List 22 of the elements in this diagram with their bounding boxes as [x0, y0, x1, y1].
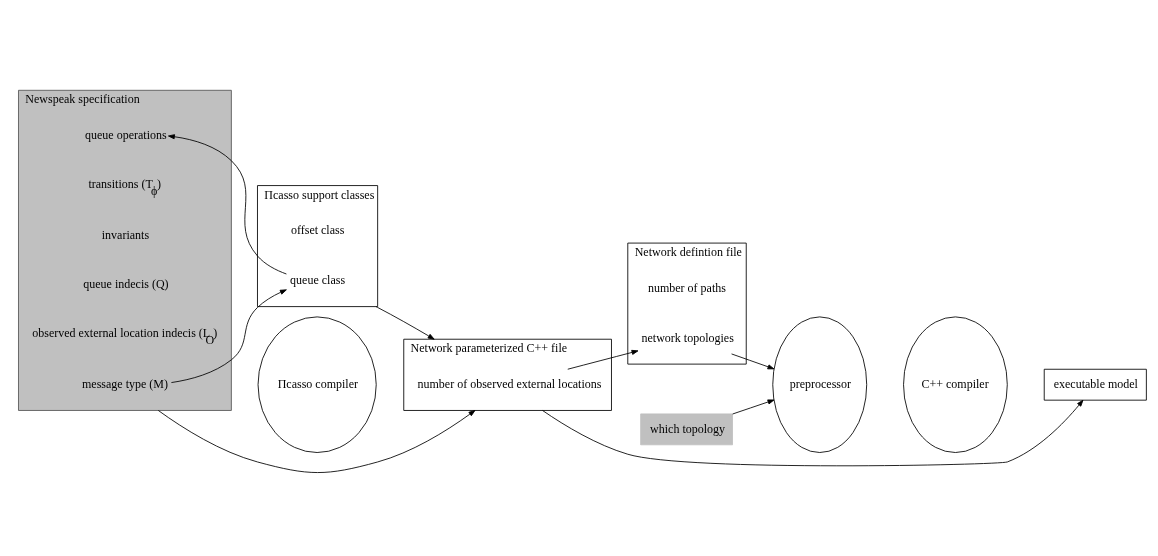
node-text: offset class: [290, 223, 345, 238]
node-ellipse: C++ compiler: [903, 316, 1008, 453]
arrow: [168, 134, 287, 275]
node-text: queue operations: [85, 127, 167, 142]
arrow: [170, 289, 287, 383]
node-box: executable model: [1043, 368, 1147, 401]
arrow: [567, 349, 639, 370]
node-text: queue indecis (Q): [83, 277, 169, 292]
node-text: network topologies: [641, 330, 734, 345]
node-box: which topology: [640, 413, 733, 446]
node-ellipse: Πcasso compiler: [257, 316, 377, 453]
node-text: number of observed external locations: [417, 376, 602, 391]
node-text: queue class: [290, 273, 346, 288]
node-text: invariants: [101, 227, 150, 242]
arrow: [375, 306, 435, 340]
node-text: message type (M): [82, 376, 168, 391]
arrow: [157, 410, 476, 473]
arrow: [732, 399, 775, 415]
arrow: [542, 399, 1084, 467]
node-ellipse: preprocessor: [772, 316, 868, 453]
arrow: [731, 353, 775, 370]
node-text: number of paths: [647, 280, 726, 295]
